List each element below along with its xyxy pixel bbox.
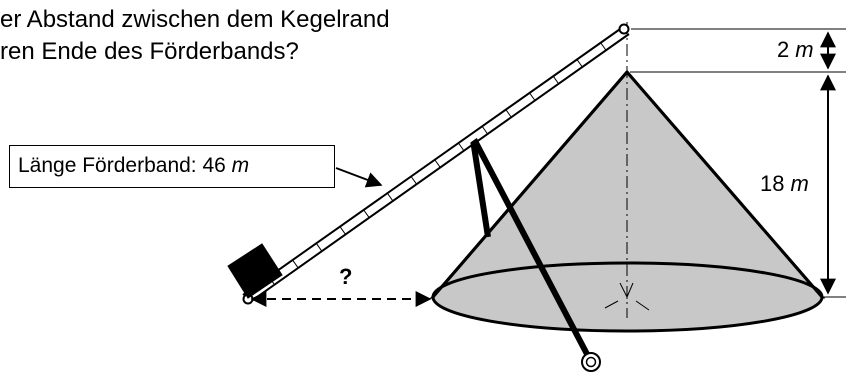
belt-tick — [529, 92, 536, 101]
belt-tick — [600, 42, 607, 51]
belt-tick — [387, 193, 394, 202]
belt-length-text: Länge Förderband: 46 — [18, 154, 226, 177]
support-leg-back — [470, 139, 491, 238]
belt-tick — [434, 159, 441, 168]
unknown-distance-label: ? — [339, 264, 352, 289]
belt-tick — [505, 109, 512, 118]
belt-tick — [292, 260, 299, 269]
belt-tick — [553, 76, 560, 85]
belt-tick — [458, 143, 465, 152]
belt-tick — [316, 243, 323, 252]
wheel-inner — [585, 356, 597, 368]
belt-label-pointer — [335, 167, 383, 188]
motor-box — [227, 243, 283, 299]
support-leg-front — [471, 137, 591, 358]
conveyor-belt — [242, 26, 630, 303]
base-center-mark — [604, 282, 650, 311]
cone-edge-right — [625, 71, 824, 298]
belt-length-unit: m — [231, 154, 250, 177]
cone-base-hidden-rim — [432, 262, 823, 298]
belt-length-label: Länge Förderband: 46 m — [9, 145, 335, 188]
belt-tick — [363, 210, 370, 218]
belt-tick — [410, 176, 417, 185]
belt-upper-end — [618, 23, 630, 35]
belt-tick — [339, 226, 346, 235]
belt-tick — [576, 59, 583, 68]
question-line-2: ren Ende des Förderbands? — [0, 38, 299, 65]
cone-edge-left — [431, 71, 629, 298]
belt-tick — [481, 126, 489, 135]
question-line-1: er Abstand zwischen dem Kegelrand — [0, 6, 390, 33]
